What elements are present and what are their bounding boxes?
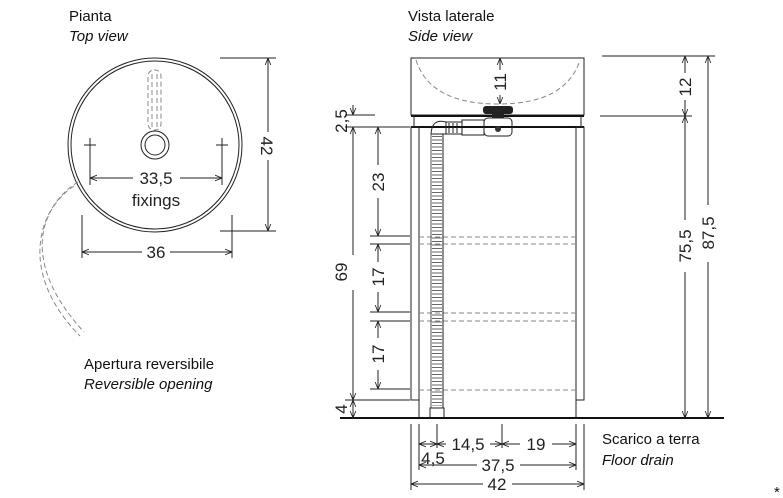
drain-outer — [140, 130, 170, 160]
shelves-hidden — [419, 236, 578, 391]
frame-leg-right — [575, 126, 585, 401]
footnote-mark: * — [774, 484, 780, 498]
dim-basin-height: 12 — [676, 78, 695, 97]
dim-foot: 4 — [332, 404, 351, 413]
dim-drain-offset: 4,5 — [421, 449, 445, 468]
fixing-mark-right — [216, 138, 228, 152]
dim-total-width: 42 — [488, 475, 507, 494]
frame-leg-left — [410, 126, 420, 401]
drain-label-en: Floor drain — [602, 452, 674, 469]
dim-gap-top: 2,5 — [332, 109, 351, 133]
dim-top-shelf: 23 — [369, 173, 388, 192]
dim-fixings: 33,5 — [139, 169, 172, 188]
dim-cabinet: 69 — [332, 263, 351, 282]
side-view: Vista laterale Side view — [332, 8, 724, 494]
dim-inner-width: 37,5 — [481, 456, 514, 475]
hose-hidden — [147, 69, 162, 131]
top-view: Pianta Top view 33,5 fixings 42 36 Apert… — [39, 8, 276, 393]
drain-label: Scarico a terra — [602, 431, 700, 448]
side-view-title: Vista laterale — [408, 8, 494, 25]
bowl-hidden — [415, 59, 581, 105]
dim-depth: 42 — [257, 137, 276, 156]
fixing-mark-left — [84, 138, 96, 152]
top-view-title: Pianta — [69, 8, 112, 25]
dim-width: 36 — [147, 243, 166, 262]
drain-trap — [430, 106, 513, 137]
dim-drain-center: 14,5 — [451, 435, 484, 454]
dim-total-height: 87,5 — [699, 216, 718, 249]
door-swing-arc — [39, 181, 81, 337]
drain-inner — [144, 134, 166, 156]
opening-label-en: Reversible opening — [84, 376, 213, 393]
dim-center-right: 19 — [527, 435, 546, 454]
dim-frame-height: 75,5 — [676, 229, 695, 262]
fixings-label: fixings — [132, 191, 180, 210]
dim-shelf-low: 17 — [369, 345, 388, 364]
opening-label: Apertura reversibile — [84, 356, 214, 373]
dim-bowl-depth: 11 — [491, 73, 510, 91]
basin-inner-rim — [70, 60, 240, 230]
drain-hose — [429, 133, 445, 419]
top-view-subtitle: Top view — [69, 28, 129, 45]
side-view-subtitle: Side view — [408, 28, 473, 45]
basin-outline — [67, 57, 243, 233]
dim-shelf-mid: 17 — [369, 268, 388, 287]
